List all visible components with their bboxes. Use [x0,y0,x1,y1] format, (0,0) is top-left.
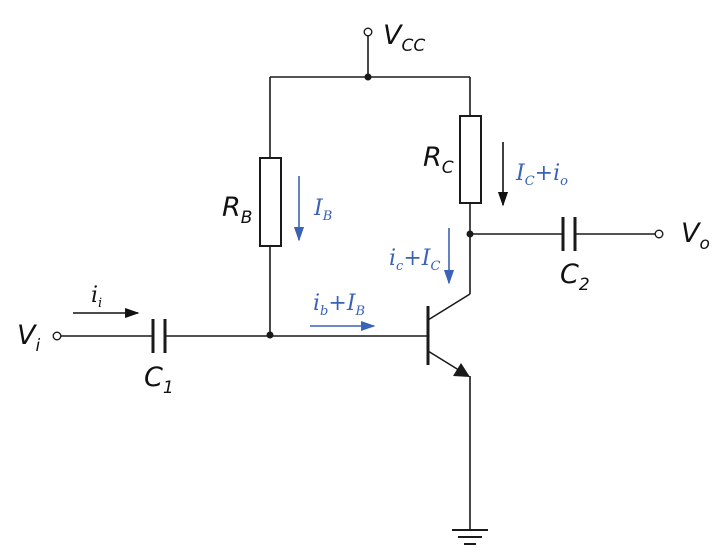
rc-label: RC [423,142,454,178]
rb-resistor [259,157,282,247]
junction-collector [466,230,474,238]
c2-label: C2 [560,259,590,295]
emitter-lead [427,350,463,373]
ii-label: ii [91,283,102,311]
junction-vcc [364,73,372,81]
junction-base [266,331,274,339]
c1-capacitor [151,319,167,353]
rb-label: RB [222,192,252,228]
vcc-terminal [363,27,373,37]
io-total-label: IC+io [515,161,568,189]
wires [61,36,655,530]
ib-total-label: ib+IB [313,291,365,319]
vcc-label: VCC [383,20,425,56]
rc-resistor [459,115,482,204]
vi-terminal [52,331,62,341]
vi-label: Vi [17,320,40,356]
vo-terminal [654,229,664,239]
c1-label: C1 [144,362,174,398]
c2-capacitor [561,217,577,251]
collector-lead [427,293,471,321]
ic-total-label: ic+IC [389,246,440,274]
emitter-arrow-icon [453,363,470,377]
vo-label: Vo [681,218,710,254]
ib-label: IB [313,196,332,224]
ground-symbol [452,529,488,545]
bjt-transistor [426,293,471,377]
